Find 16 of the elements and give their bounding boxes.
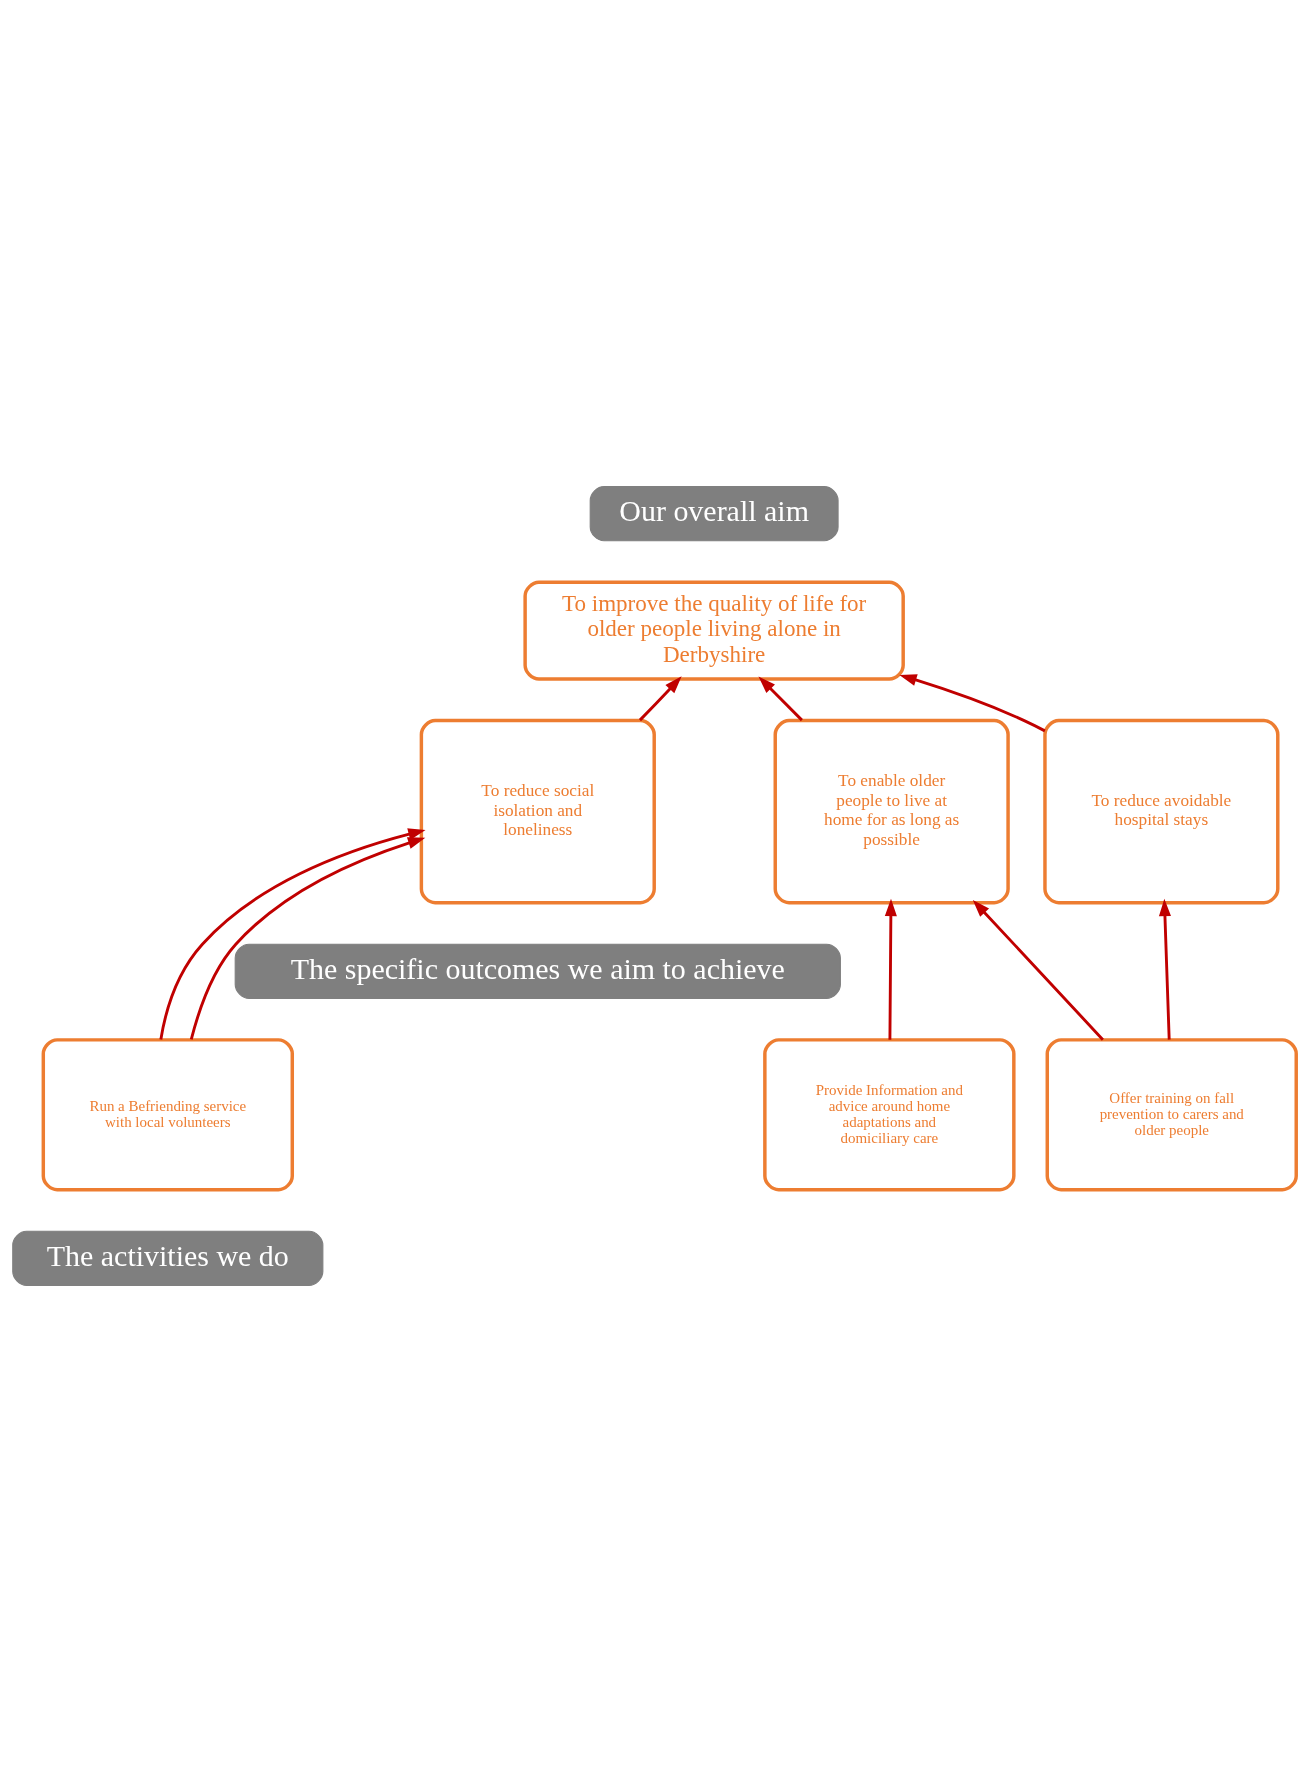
arrow	[899, 673, 1046, 732]
node-box: To reduce avoidable hospital stays	[1043, 718, 1280, 904]
node-box: Our overall aim	[589, 485, 839, 541]
node-box: To enable older people to live at home for as long as possible	[773, 718, 1010, 904]
node-box: The activities we do	[12, 1230, 324, 1286]
arrow	[1158, 898, 1171, 1040]
node-box: The specific outcomes we aim to achieve	[234, 943, 841, 999]
node-box: Offer training on fall prevention to carers and older people	[1045, 1037, 1298, 1191]
arrow	[972, 899, 1104, 1041]
arrow	[884, 898, 897, 1040]
node-box: To improve the quality of life for older people living alone in Derbyshire	[523, 580, 905, 681]
arrow	[638, 675, 682, 721]
node-box: To reduce social isolation and loneliness	[419, 718, 656, 904]
arrow	[758, 675, 803, 721]
node-box: Provide Information and advice around home adaptations and domiciliary care	[763, 1037, 1016, 1191]
node-box: Run a Befriending service with local volunteers	[41, 1037, 294, 1191]
